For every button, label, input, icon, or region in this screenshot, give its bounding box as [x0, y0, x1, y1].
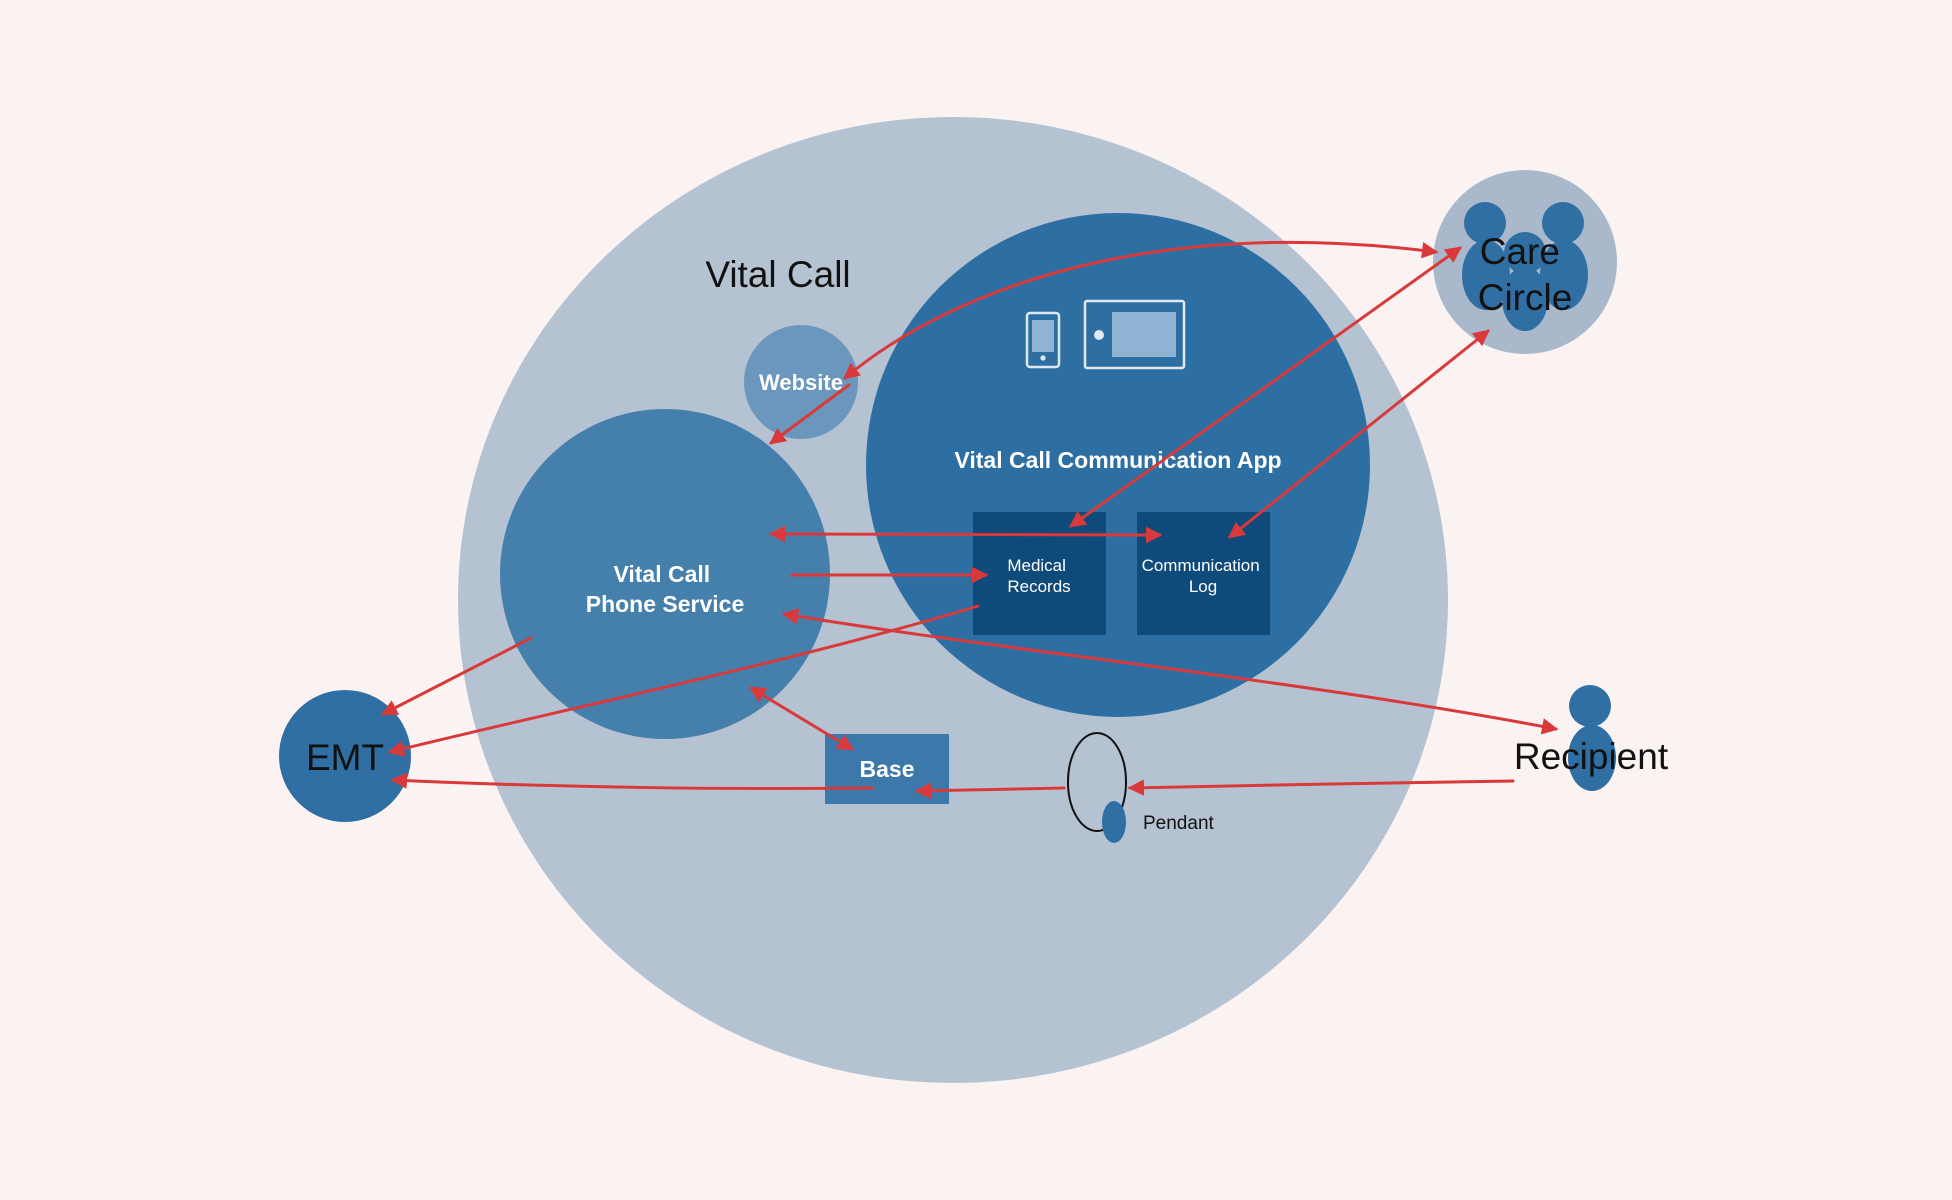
- recipient-label: Recipient: [1514, 736, 1669, 777]
- arrow-phone-service-base: [748, 686, 855, 751]
- website-label: Website: [759, 370, 843, 395]
- emt-circle[interactable]: [279, 690, 411, 822]
- arrow-base-emt: [390, 772, 874, 791]
- phone-service-label: Vital Call Phone Service: [586, 561, 745, 617]
- system-title: Vital Call: [705, 254, 850, 295]
- arrow-pendant-base: [914, 782, 1066, 799]
- connection-arrows: [380, 240, 1559, 799]
- arrow-recipient-pendant: [1127, 779, 1515, 796]
- arrow-phone-service-communication-log: [768, 525, 1163, 544]
- arrow-medical-records-emt: [387, 604, 980, 757]
- arrow-phone-service-emt: [380, 636, 533, 716]
- base-label: Base: [860, 756, 915, 782]
- care-circle-label: Care Circle: [1478, 231, 1573, 318]
- medical-records-label: Medical Records: [1007, 556, 1070, 596]
- pendant-label: Pendant: [1143, 813, 1215, 834]
- group-people-icon: [1462, 202, 1588, 331]
- communication-app-title: Vital Call Communication App: [954, 447, 1281, 473]
- person-icon[interactable]: [1568, 685, 1616, 791]
- emt-label: EMT: [306, 737, 384, 778]
- arrow-communication-log-care-circle: [1228, 329, 1490, 539]
- arrow-phone-service-recipient: [781, 608, 1559, 735]
- website-circle[interactable]: [744, 325, 858, 439]
- arrow-website-phone-service: [769, 383, 851, 445]
- communication-log-label: Communication Log: [1142, 556, 1265, 596]
- phone-service-circle[interactable]: [500, 409, 830, 739]
